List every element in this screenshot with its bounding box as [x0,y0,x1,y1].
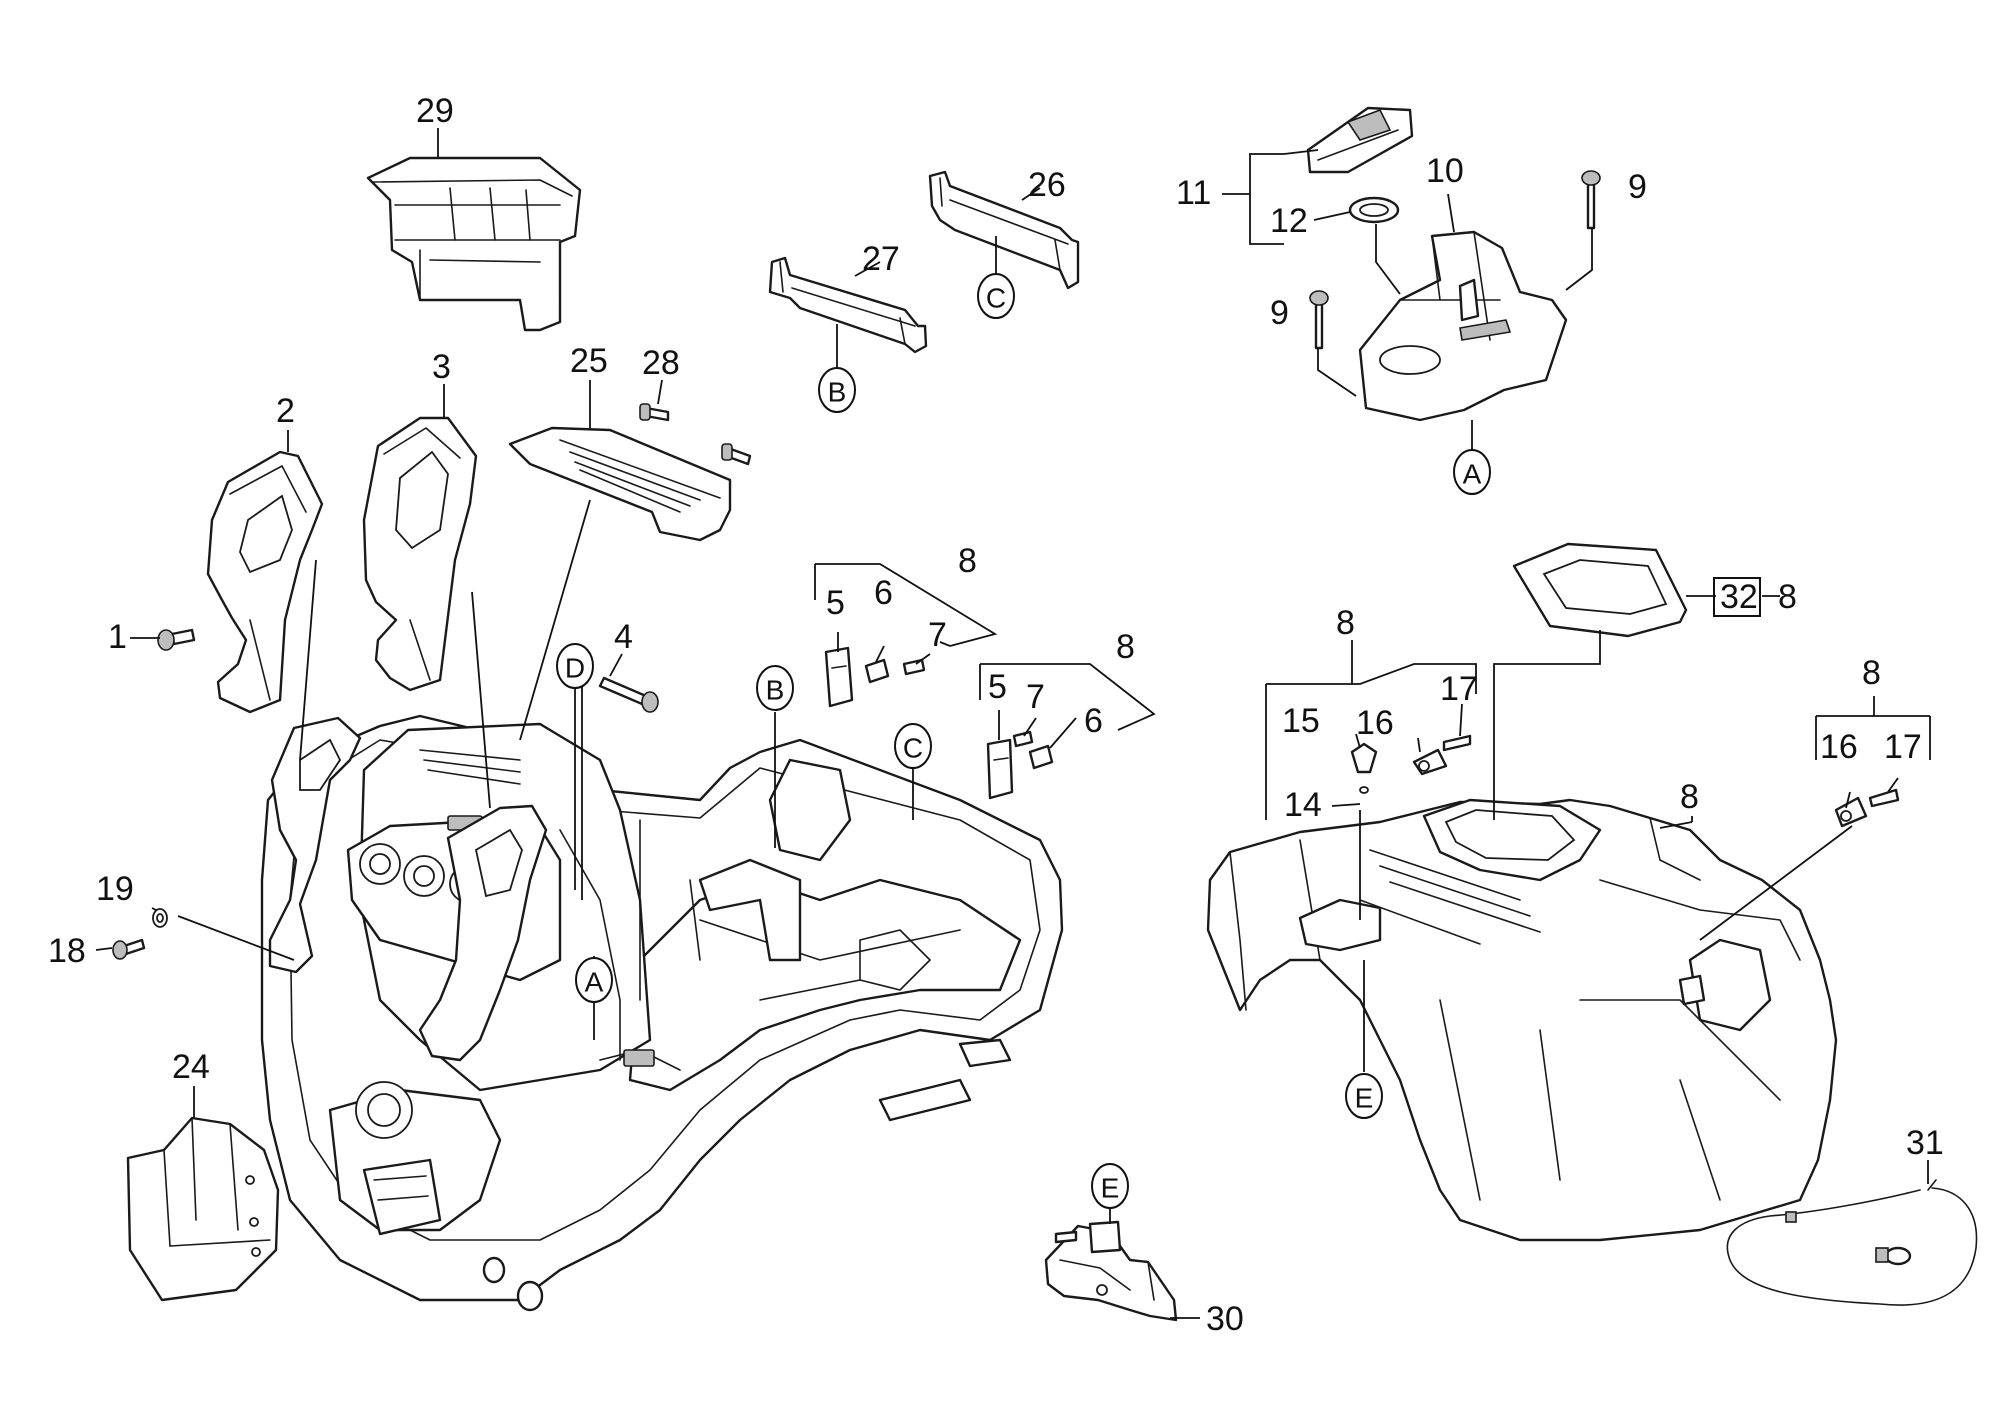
callout-2: 2 [276,392,295,430]
callout-26: 26 [1028,166,1066,204]
part-5-6-7-group-1 [824,646,926,708]
callout-18: 18 [48,932,86,970]
part-28-screws [639,403,752,466]
part-2-handle [206,450,324,714]
main-body [260,714,1064,1312]
callout-3: 3 [432,348,451,386]
callout-14: 14 [1284,786,1322,824]
part-18-19-fasteners [112,908,168,960]
callout-7b: 7 [1026,678,1045,716]
callout-17b: 17 [1884,728,1922,766]
callout-5b: 5 [988,668,1007,706]
ref-c-body: C [894,723,932,769]
reference-markers: A A B B C C D E [556,273,1491,1209]
callout-8b: 8 [1116,628,1135,666]
callout-28: 28 [642,344,680,382]
ref-a-top: A [1453,449,1491,495]
svg-text:E: E [1355,1083,1374,1114]
callout-8f: 8 [1862,654,1881,692]
part-31-cable [1726,1179,1978,1306]
ref-b-body: B [756,665,794,711]
ref-a-body: A [575,957,613,1003]
svg-text:C: C [903,733,923,764]
part-3-handle [362,416,478,692]
callout-6a: 6 [874,574,893,612]
svg-text:C: C [986,283,1006,314]
callout-17a: 17 [1440,670,1478,708]
callout-25: 25 [570,342,608,380]
svg-text:A: A [585,967,604,998]
callout-labels: 1 2 3 4 5 5 6 6 7 7 8 8 8 8 8 8 9 9 10 1… [48,92,1944,1338]
callout-27: 27 [862,240,900,278]
part-29-storage-tray [366,156,582,332]
callout-9a: 9 [1628,168,1647,206]
callout-16b: 16 [1820,728,1858,766]
callout-30: 30 [1206,1300,1244,1338]
ref-e-cover: E [1345,1073,1383,1119]
callout-8c: 8 [1336,604,1355,642]
callout-31: 31 [1906,1124,1944,1162]
part-9-bolts [1309,170,1601,350]
callout-16a: 16 [1356,704,1394,742]
callout-32-box [1713,577,1761,617]
svg-text:E: E [1101,1173,1120,1204]
ref-c-bracket: C [977,273,1015,319]
part-24-bracket-box [126,1116,280,1302]
part-1-screw [157,628,196,651]
callout-9b: 9 [1270,294,1289,332]
callout-8a: 8 [958,542,977,580]
callout-10: 10 [1426,152,1464,190]
part-11-cap [1306,106,1414,174]
callout-7a: 7 [928,616,947,654]
leader-lines [95,128,1931,1319]
part-30-clamp [1044,1220,1178,1322]
part-25-top-lid [508,426,732,542]
callout-1: 1 [108,618,127,656]
part-27-bracket [768,256,928,354]
part-5-6-7-group-2 [986,730,1054,800]
svg-text:B: B [828,377,847,408]
part-14-15-16-17 [1350,734,1900,828]
callout-8e: 8 [1680,778,1699,816]
ref-b-bracket: B [818,367,856,413]
callout-32: 32 [1720,578,1758,616]
cover-shell [1206,798,1838,1242]
svg-text:D: D [565,653,585,684]
part-12-seal [1348,196,1400,224]
callout-12: 12 [1270,202,1308,240]
callout-15: 15 [1282,702,1320,740]
part-10-bracket [1358,230,1568,422]
callout-11: 11 [1176,174,1211,212]
callout-5a: 5 [826,584,845,622]
callout-8d: 8 [1778,578,1797,616]
ref-e-clamp: E [1091,1163,1129,1209]
callout-4: 4 [614,618,633,656]
callout-19: 19 [96,870,134,908]
part-4-bolt [598,676,659,713]
callout-29: 29 [416,92,454,130]
callout-6b: 6 [1084,702,1103,740]
svg-text:A: A [1463,459,1482,490]
part-32-gasket [1512,542,1688,638]
svg-text:B: B [766,675,785,706]
part-26-bracket [928,170,1080,290]
callout-24: 24 [172,1048,210,1086]
ref-d-body: D [556,643,594,689]
